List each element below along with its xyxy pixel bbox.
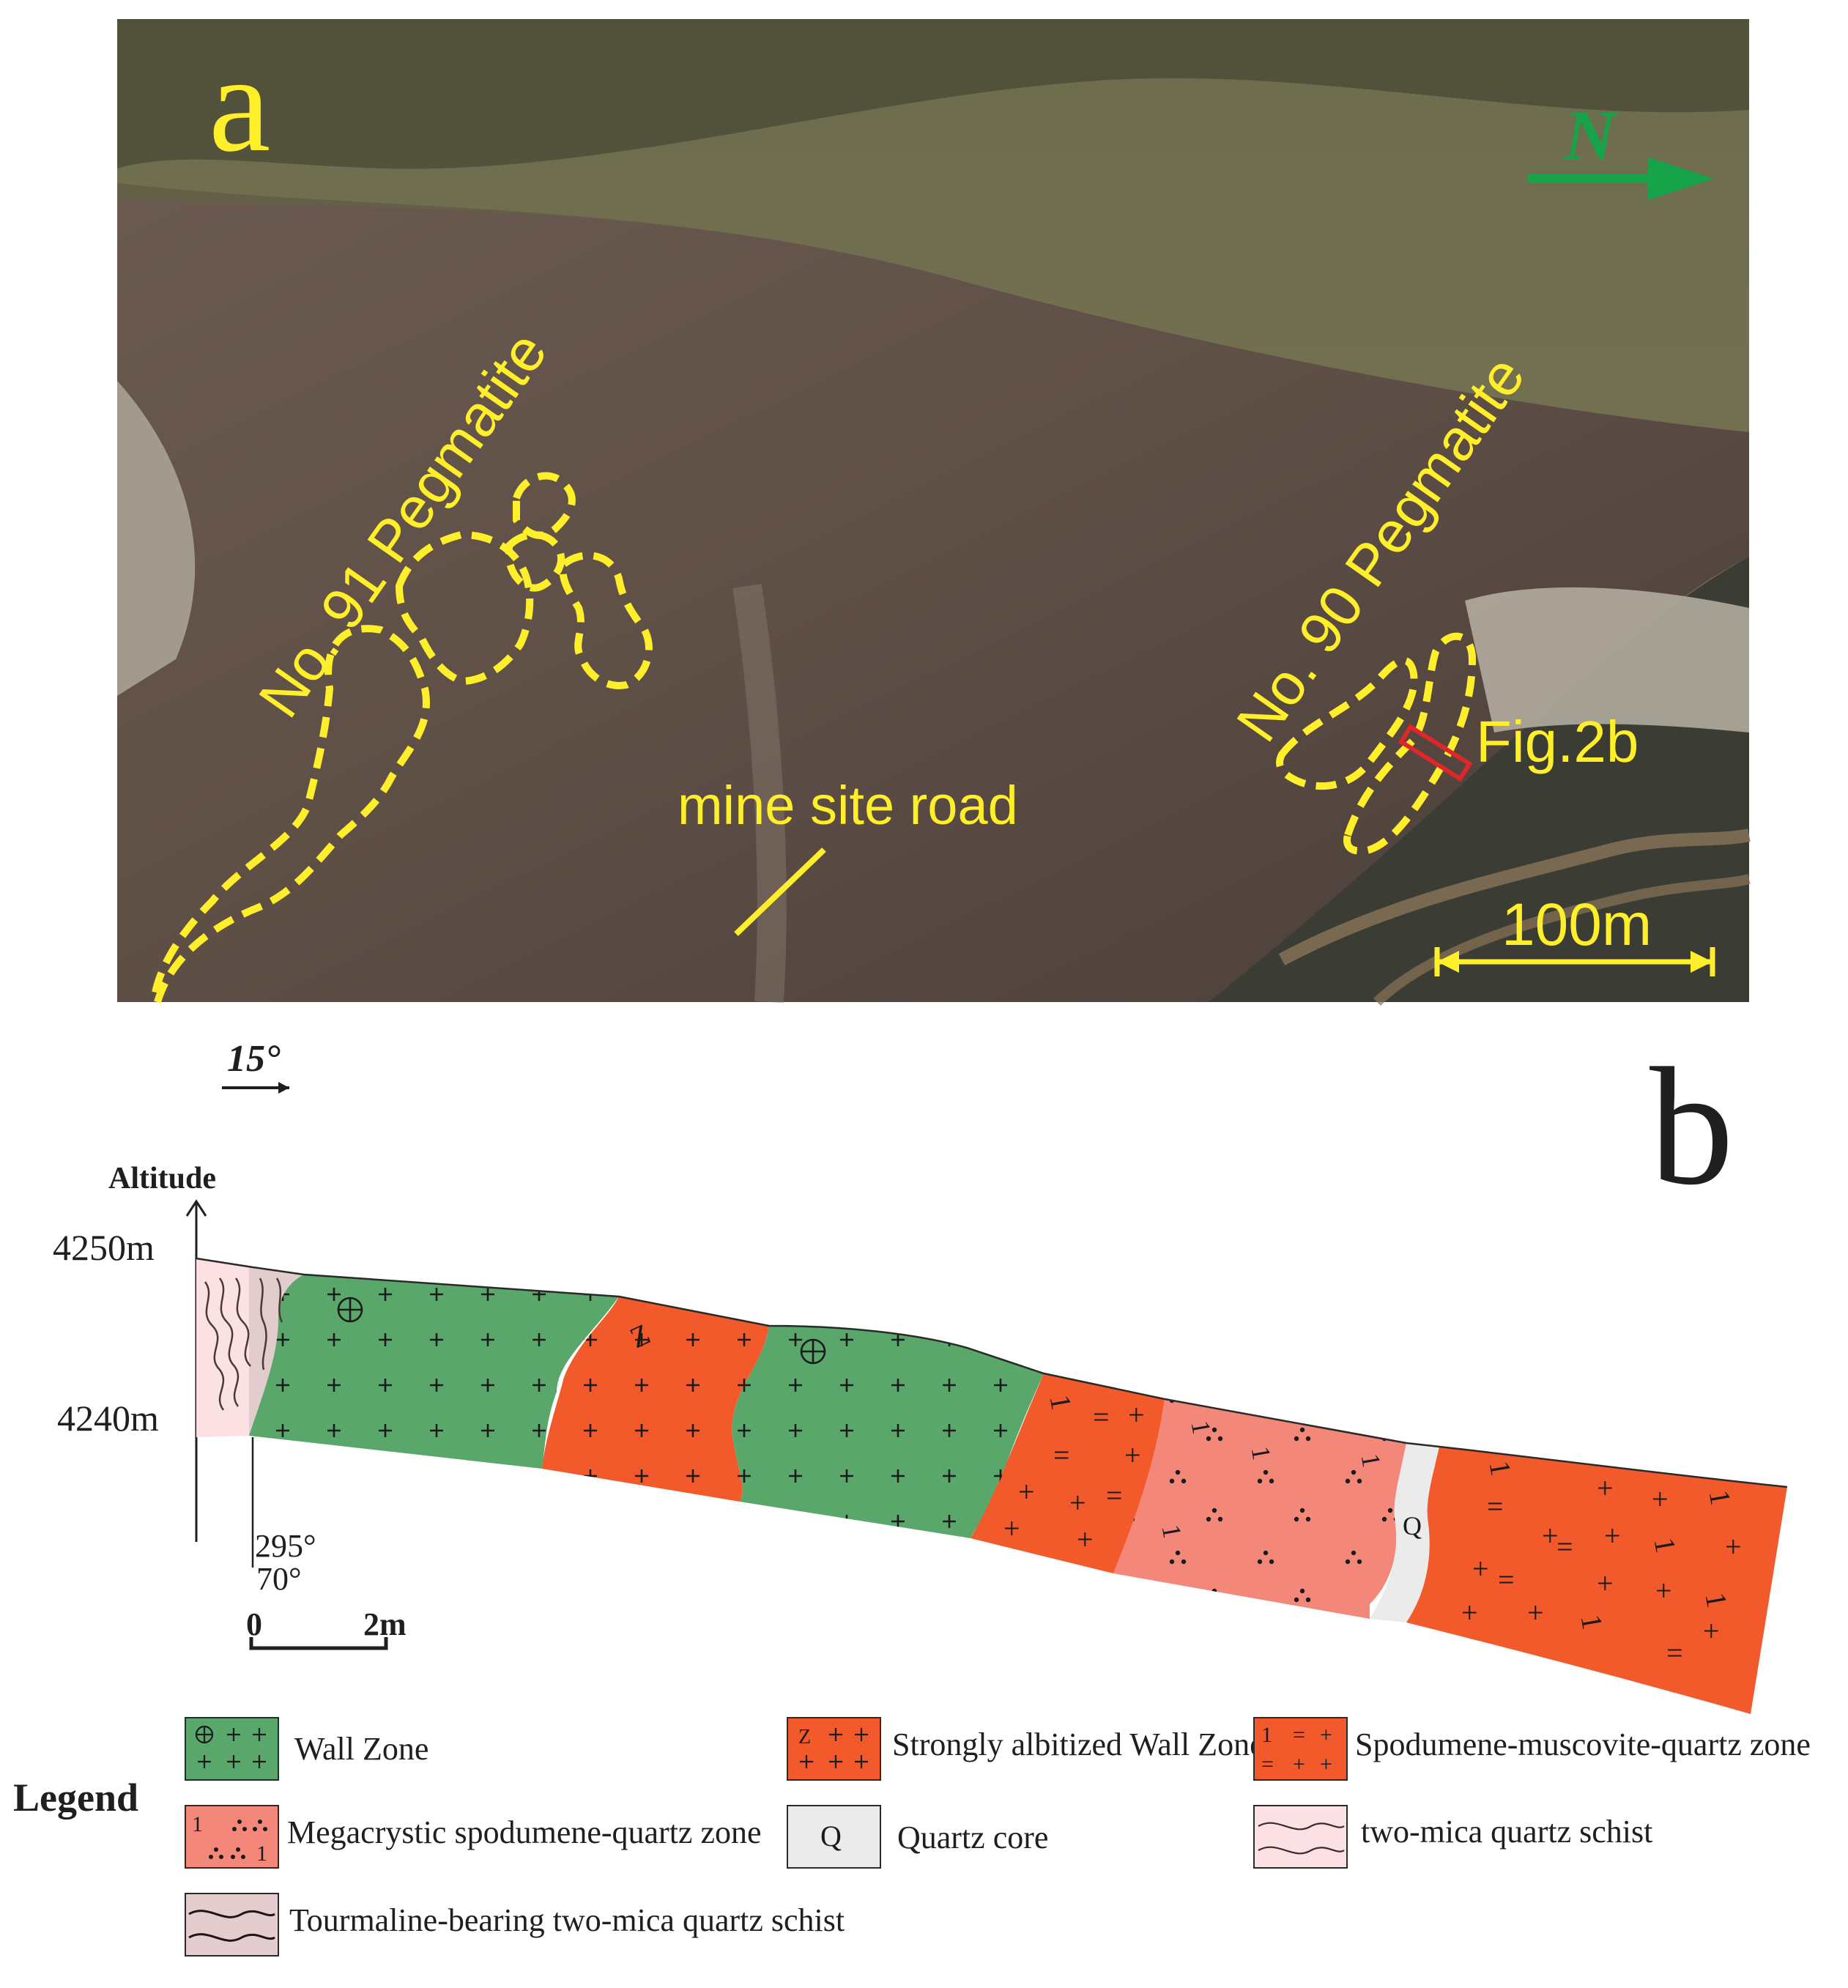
legend-q-symbol: Q <box>820 1820 842 1852</box>
pegmatite-90-outlines <box>1276 632 1477 855</box>
scale-length: 2m <box>363 1606 407 1642</box>
panel-b-letter: b <box>1650 1033 1734 1220</box>
svg-text:+: + <box>1077 1523 1094 1556</box>
pegmatite-91-outlines <box>150 472 653 1004</box>
north-arrow-icon <box>1527 157 1714 200</box>
svg-text:+: + <box>1527 1596 1544 1629</box>
svg-text:+: + <box>1725 1530 1742 1563</box>
dip-direction-label: 295° <box>255 1528 316 1564</box>
scale-bar-b: 0 2m <box>246 1606 407 1650</box>
zone-quartz-core <box>1370 1443 1439 1622</box>
cross-section: Z = = = 1 +++ +++ ==== 1 1 1 1 1 +++ +++… <box>196 1257 1788 1714</box>
svg-text:=: = <box>1053 1439 1070 1472</box>
schist-wavy-lines <box>204 1277 283 1411</box>
svg-text:=: = <box>1487 1490 1504 1523</box>
legend-label-quartz-core: Quartz core <box>897 1820 1048 1855</box>
dip-angle-label: 70° <box>256 1561 302 1597</box>
altitude-axis: Altitude 4250m 4240m <box>53 1162 216 1542</box>
legend-item-quartz-core: Q Quartz core <box>787 1805 1048 1869</box>
legend-label-two-mica-schist: two-mica quartz schist <box>1361 1814 1652 1850</box>
legend-label-wall-zone: Wall Zone <box>294 1731 428 1767</box>
zone-spodumene-muscovite-2 <box>1406 1447 1787 1714</box>
svg-text:+: + <box>1542 1519 1559 1552</box>
svg-text:1: 1 <box>192 1812 203 1836</box>
fig2b-label: Fig.2b <box>1476 709 1639 774</box>
satellite-image <box>117 19 1751 1006</box>
scale-zero: 0 <box>246 1606 262 1642</box>
strike-label: 15° <box>227 1038 281 1080</box>
svg-text:+: + <box>1655 1574 1672 1607</box>
legend-label-albitized: Strongly albitized Wall Zone <box>892 1726 1264 1762</box>
svg-text:=: = <box>1498 1563 1515 1596</box>
svg-text:Z: Z <box>798 1726 811 1748</box>
road-leader-line <box>734 848 826 936</box>
quartz-core-symbol: Q <box>1403 1511 1422 1540</box>
legend: Legend Wall Zone Z Strongly albitized Wa… <box>13 1717 1811 1957</box>
svg-text:=: = <box>1556 1530 1573 1563</box>
svg-text:=: = <box>1106 1479 1123 1512</box>
scale-a-label: 100m <box>1502 891 1652 958</box>
svg-text:+: + <box>1003 1512 1020 1545</box>
svg-text:+: + <box>1124 1439 1141 1472</box>
wall-zone-symbols <box>249 1275 1044 1538</box>
megacrystic-symbols: 1 1 1 1 <box>1113 1399 1406 1619</box>
svg-text:+: + <box>1652 1483 1669 1516</box>
fig2b-marker-icon <box>1398 724 1473 782</box>
svg-text:+: + <box>1597 1472 1614 1505</box>
svg-text:+: + <box>1472 1552 1489 1585</box>
svg-text:+: + <box>1320 1723 1332 1747</box>
alt-bottom-label: 4240m <box>57 1398 159 1439</box>
svg-text:1: 1 <box>256 1842 267 1866</box>
legend-label-tourmaline-schist: Tourmaline-bearing two-mica quartz schis… <box>289 1902 845 1938</box>
alt-top-label: 4250m <box>53 1227 155 1268</box>
svg-text:+: + <box>1703 1614 1720 1647</box>
svg-text:+: + <box>1293 1752 1305 1776</box>
legend-item-two-mica-schist: two-mica quartz schist <box>1253 1805 1652 1869</box>
altitude-label: Altitude <box>108 1162 216 1195</box>
legend-label-spodumene-muscovite: Spodumene-muscovite-quartz zone <box>1355 1726 1811 1762</box>
road-label: mine site road <box>678 775 1018 836</box>
spodumene-muscovite-symbols: = = = 1 +++ +++ ==== 1 1 1 1 1 +++ +++ +… <box>1003 1392 1742 1669</box>
dip-annotation: 295° 70° <box>251 1437 316 1597</box>
legend-item-megacrystic: 1 1 Megacrystic spodumene-quartz zone <box>185 1805 762 1869</box>
svg-text:+: + <box>1320 1752 1332 1776</box>
svg-text:+: + <box>1128 1398 1145 1431</box>
north-label: N <box>1563 97 1618 176</box>
svg-text:=: = <box>1093 1401 1110 1433</box>
svg-text:+: + <box>1597 1567 1614 1600</box>
svg-text:+: + <box>1069 1486 1086 1519</box>
svg-text:+: + <box>1461 1596 1478 1629</box>
svg-text:=: = <box>1666 1636 1683 1669</box>
legend-label-megacrystic: Megacrystic spodumene-quartz zone <box>287 1814 762 1850</box>
zone-two-mica-schist <box>196 1258 253 1437</box>
svg-text:=: = <box>1261 1752 1274 1776</box>
svg-text:=: = <box>1293 1723 1305 1747</box>
legend-item-tourmaline-schist: Tourmaline-bearing two-mica quartz schis… <box>185 1893 845 1957</box>
panel-b-header: 15° b <box>222 1033 1734 1220</box>
zone-spodumene-muscovite-1 <box>971 1373 1165 1573</box>
legend-item-albitized: Z Strongly albitized Wall Zone <box>787 1717 1264 1781</box>
scale-bar-a <box>1434 947 1715 976</box>
svg-text:1: 1 <box>1261 1723 1272 1747</box>
svg-text:+: + <box>1018 1475 1035 1508</box>
legend-title: Legend <box>13 1776 138 1820</box>
albitized-symbols: Z <box>542 1297 769 1502</box>
svg-text:+: + <box>1604 1519 1621 1552</box>
legend-item-wall-zone: Wall Zone <box>185 1717 428 1781</box>
section-top-line <box>196 1257 1788 1488</box>
panel-a-letter: a <box>209 27 270 181</box>
legend-item-spodumene-muscovite: 1 = + = + + Spodumene-muscovite-quartz zone <box>1253 1717 1811 1781</box>
